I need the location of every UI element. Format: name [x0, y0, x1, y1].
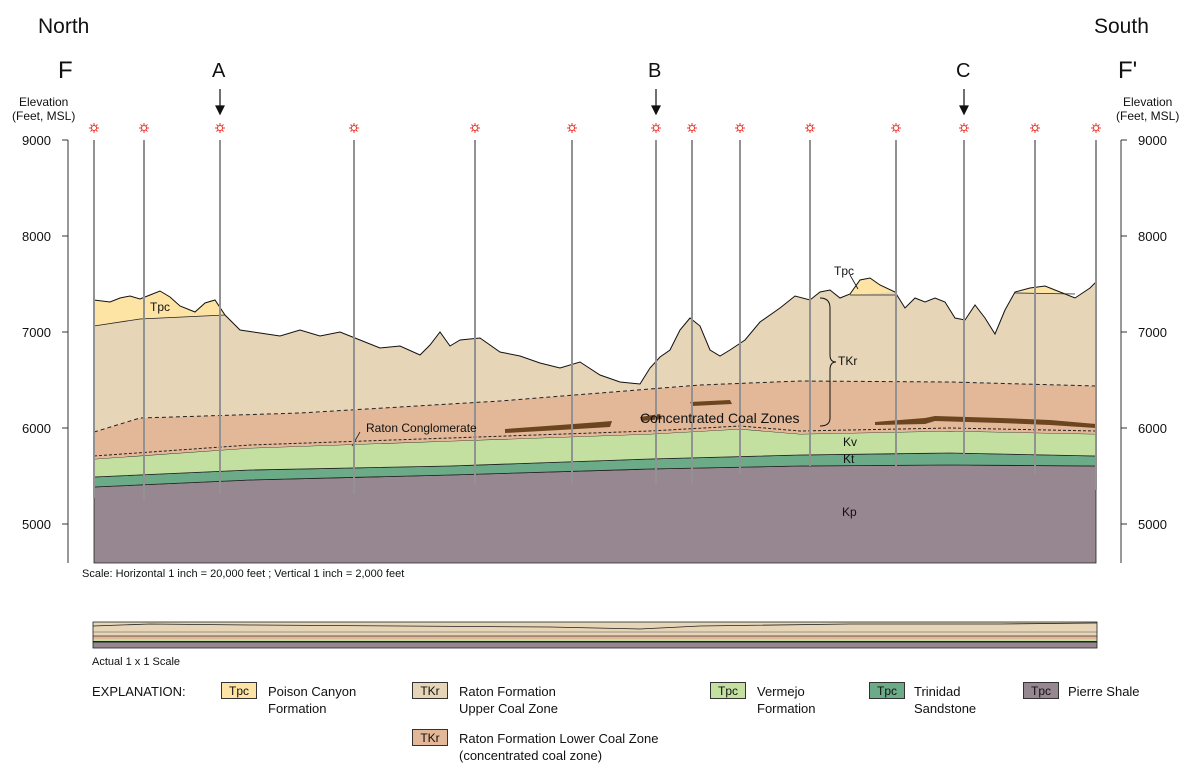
label-raton-conglomerate: Raton Conglomerate [366, 421, 477, 435]
label-kp: Kp [842, 505, 857, 519]
legend-item-vermejo: Vermejo Formation [757, 683, 816, 717]
ground-surface-line [93, 277, 1097, 385]
south-label: South [1094, 15, 1149, 38]
right-tick-5000: 5000 [1138, 517, 1167, 532]
actual-scale-note: Actual 1 x 1 Scale [92, 656, 181, 668]
poison-canyon-left-cap [94, 291, 225, 326]
legend-text: Sandstone [914, 701, 977, 716]
down-arrow-icon [215, 89, 969, 116]
left-tick-7000: 7000 [22, 325, 51, 340]
legend-item-raton-lower: Raton Formation Lower Coal Zone (concent… [459, 730, 658, 764]
right-axis-title-line1: Elevation [1122, 95, 1173, 109]
scale-note: Scale: Horizontal 1 inch = 20,000 feet ;… [82, 568, 405, 580]
label-tpc-right: Tpc [834, 264, 855, 278]
actual-scale-strip [92, 621, 1098, 649]
raton-conglomerate-line [93, 425, 1097, 457]
section-end-label: F' [1118, 57, 1138, 84]
legend-text: (concentrated coal zone) [459, 748, 603, 763]
legend-text: Upper Coal Zone [459, 701, 558, 716]
tkr-brace [819, 297, 837, 427]
tpc-right-leader [849, 274, 859, 290]
legend-swatch-trinidad: Tpc [869, 682, 905, 699]
left-axis-title-line1: Elevation [18, 95, 69, 109]
legend-text: Trinidad [914, 684, 961, 699]
north-label: North [38, 15, 90, 38]
legend-swatch-pierre-shale: Tpc [1023, 682, 1059, 699]
well-symbol-icon [89, 123, 1101, 133]
left-axis-title-line2: (Feet, MSL) [12, 109, 76, 123]
axis-frame [62, 139, 1127, 563]
poison-canyon-right-cap-a [850, 278, 895, 295]
legend-item-poison-canyon: Poison Canyon Formation [268, 683, 356, 717]
legend-swatch-vermejo: Tpc [710, 682, 746, 699]
well-bore-highlights [93, 140, 1097, 500]
legend-text: Poison Canyon [268, 684, 357, 699]
right-tick-8000: 8000 [1138, 229, 1167, 244]
label-tkr: TKr [838, 354, 858, 368]
legend-item-raton-upper: Raton Formation Upper Coal Zone [459, 683, 558, 717]
legend-text: Raton Formation [459, 684, 556, 699]
right-tick-7000: 7000 [1138, 325, 1167, 340]
right-axis-title: Elevation (Feet, MSL) [1116, 95, 1179, 123]
legend-swatch-raton-upper: TKr [412, 682, 448, 699]
left-axis-title: Elevation (Feet, MSL) [12, 95, 75, 123]
legend-text: Pierre Shale [1068, 684, 1140, 699]
well-label-c: C [956, 60, 971, 82]
well-label-a: A [212, 60, 226, 82]
legend-item-trinidad: Trinidad Sandstone [914, 683, 976, 717]
legend-swatch-raton-lower: TKr [412, 729, 448, 746]
label-tpc-left: Tpc [150, 300, 171, 314]
left-tick-8000: 8000 [22, 229, 51, 244]
left-tick-6000: 6000 [22, 421, 51, 436]
right-tick-6000: 6000 [1138, 421, 1167, 436]
legend-text: Raton Formation Lower Coal Zone [459, 731, 659, 746]
coal-zone-boundary-line [93, 380, 1097, 433]
legend-text: Formation [268, 701, 327, 716]
legend-swatch-poison-canyon: Tpc [221, 682, 257, 699]
label-kv: Kv [843, 435, 858, 449]
legend-text: Vermejo [757, 684, 805, 699]
right-tick-9000: 9000 [1138, 133, 1167, 148]
raton-lower-coal-zone-layer [94, 381, 1096, 459]
right-axis-title-line2: (Feet, MSL) [1116, 109, 1180, 123]
left-tick-9000: 9000 [22, 133, 51, 148]
label-kt: Kt [843, 452, 855, 466]
legend-item-pierre-shale: Pierre Shale [1068, 683, 1140, 700]
raton-upper-coal-zone-layer [94, 278, 1096, 432]
poison-canyon-base-line [93, 314, 226, 327]
label-concentrated-coal-zones: Concentrated Coal Zones [640, 410, 800, 426]
legend-text: Formation [757, 701, 816, 716]
left-tick-5000: 5000 [22, 517, 51, 532]
well-label-b: B [648, 60, 662, 82]
poison-canyon-right-base-line-b [1014, 292, 1076, 295]
legend-title: EXPLANATION: [92, 684, 186, 699]
section-start-label: F [58, 57, 73, 84]
